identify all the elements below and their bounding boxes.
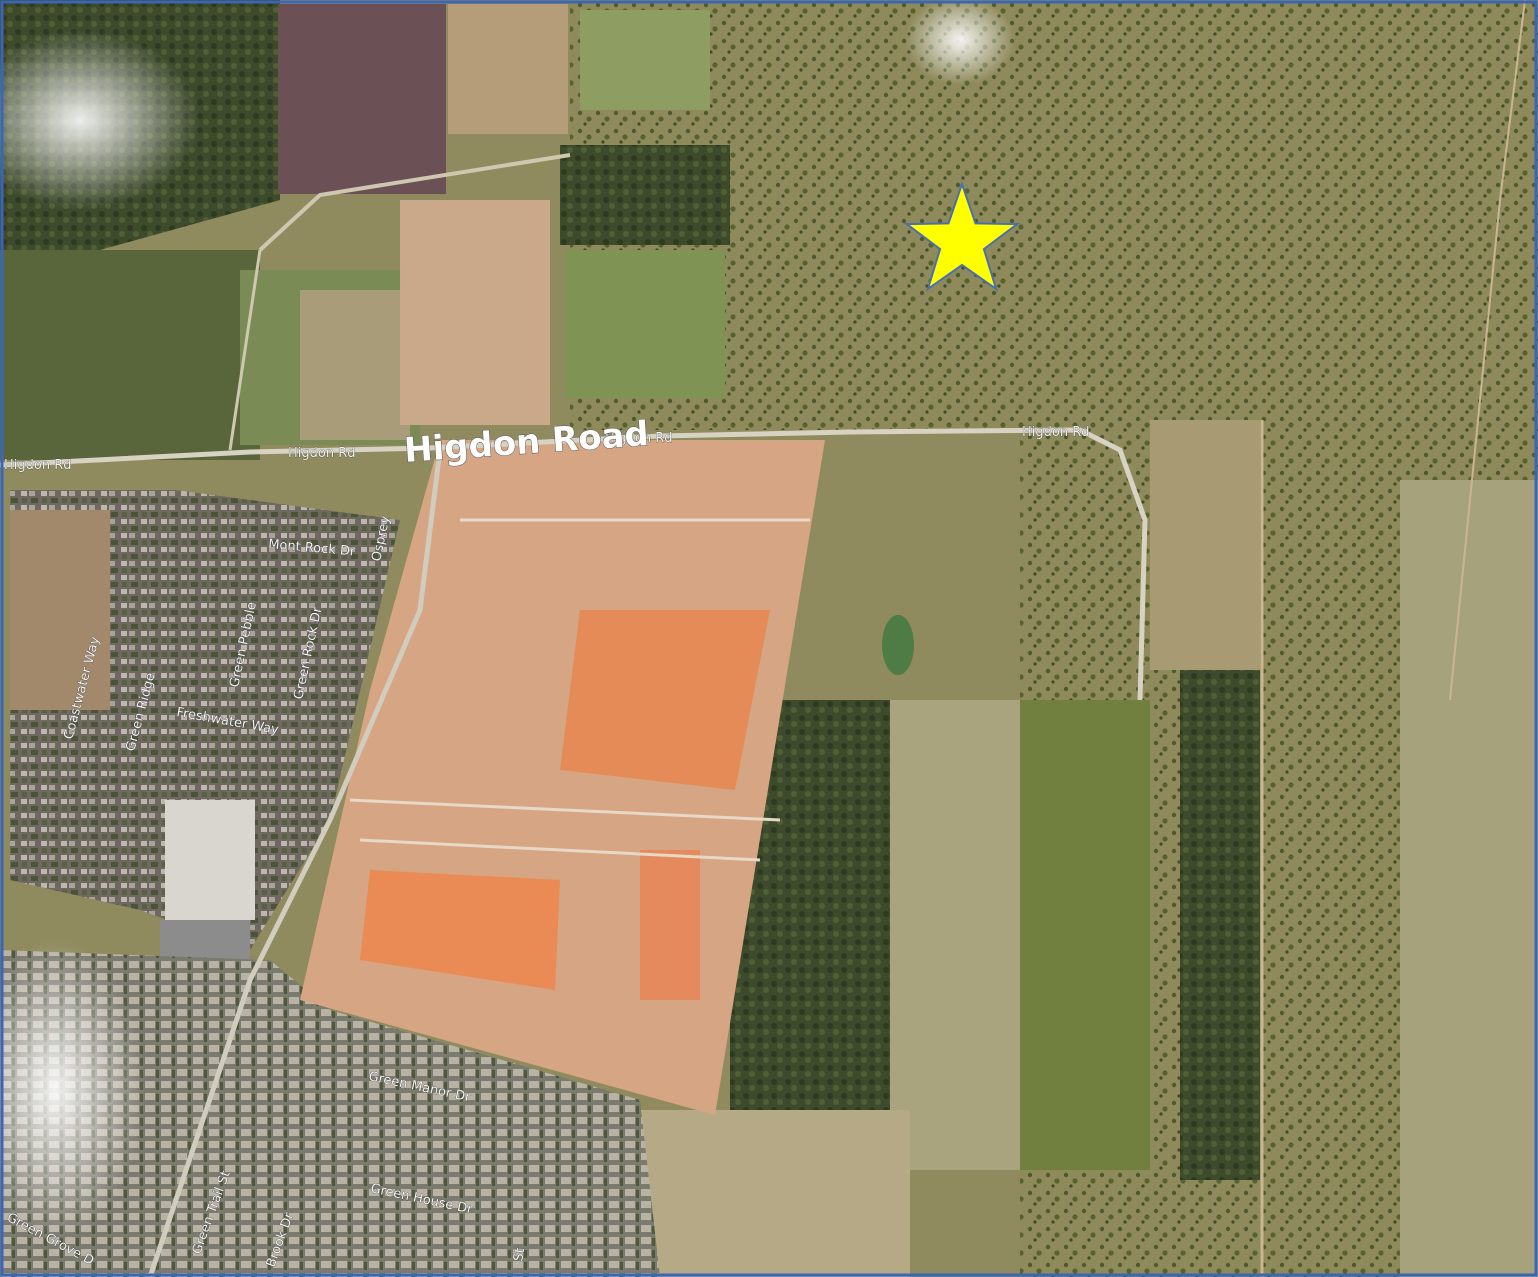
construction-clay-south	[360, 870, 560, 990]
field-purple	[278, 4, 446, 194]
pond	[882, 615, 914, 675]
school-parking	[160, 920, 250, 960]
field-green-mid	[1020, 700, 1150, 1170]
field-green-north	[580, 10, 710, 110]
street-label-st: St	[511, 1247, 528, 1263]
street-label-higdon-mid: Higdon Rd	[288, 446, 356, 461]
road-north-diag	[258, 153, 571, 252]
field-tan-west	[300, 290, 410, 440]
field-tan-east	[1150, 420, 1260, 670]
road-west-n-s	[228, 249, 262, 451]
star-icon	[903, 180, 1021, 292]
forest-north-band	[560, 145, 730, 245]
field-south	[640, 1110, 910, 1277]
road-far-east	[1449, 0, 1526, 701]
cloud	[0, 30, 200, 210]
subdivision-south	[0, 950, 660, 1277]
graded-lots-north	[400, 200, 550, 425]
street-label-higdon-overlay: Higdon Rd	[605, 431, 673, 446]
street-label-higdon-east: Higdon Rd	[1022, 425, 1090, 440]
higdon-road-line	[0, 427, 1148, 701]
construction-clay	[560, 610, 770, 790]
graded-road-1	[349, 798, 781, 822]
road-subdivision-west	[147, 449, 443, 1277]
field-tan-north	[448, 4, 568, 134]
cloud	[905, 0, 1015, 85]
field-green-center	[565, 250, 725, 398]
street-label-higdon-west: Higdon Rd	[4, 458, 72, 473]
construction-clay-strip	[640, 850, 700, 1000]
cloud	[0, 940, 145, 1240]
graded-road-2	[359, 838, 761, 862]
field-pale-mid	[890, 700, 1020, 1170]
school-building	[165, 800, 255, 920]
forest-west-strip	[0, 250, 260, 460]
field-pale-east	[1400, 480, 1538, 1277]
field-west-strip	[10, 510, 110, 710]
